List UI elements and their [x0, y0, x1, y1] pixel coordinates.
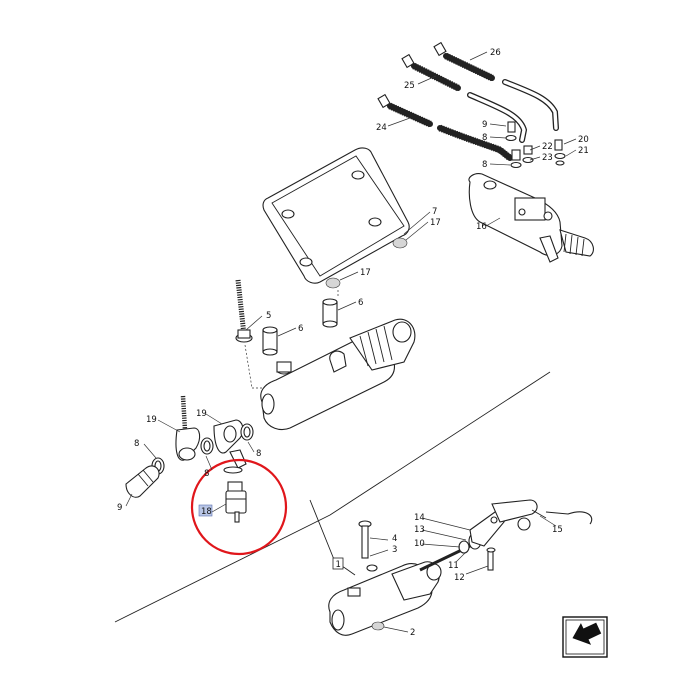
label-4: 4	[392, 534, 397, 544]
label-7: 7	[432, 207, 437, 217]
bolt-4	[358, 520, 378, 572]
label-24: 24	[376, 123, 387, 133]
label-19: 19	[196, 409, 207, 419]
adapter-9b	[125, 465, 160, 498]
arrow-box-icon[interactable]	[562, 616, 608, 658]
banjo-bolt-19a	[175, 395, 201, 461]
label-16: 16	[476, 222, 487, 232]
label-13: 13	[414, 525, 425, 535]
label-26: 26	[490, 48, 501, 58]
label-5: 5	[266, 311, 271, 321]
label-8: 8	[482, 160, 487, 170]
label-2: 2	[410, 628, 415, 638]
label-14: 14	[414, 513, 425, 523]
label-11: 11	[448, 561, 459, 571]
label-9: 9	[482, 120, 487, 130]
hose-24	[377, 93, 513, 161]
label-8: 8	[482, 133, 487, 143]
bushing-6b	[322, 298, 338, 328]
label-8: 8	[204, 469, 209, 479]
bushing-6a	[262, 326, 278, 356]
label-1: 1	[336, 560, 341, 570]
label-12: 12	[454, 573, 465, 583]
label-8: 8	[134, 439, 139, 449]
label-23: 23	[542, 153, 553, 163]
label-8: 8	[256, 449, 261, 459]
washer-8e	[240, 423, 254, 441]
label-10: 10	[414, 539, 425, 549]
master-cylinder-middle	[260, 318, 416, 431]
bolt-5	[235, 279, 339, 389]
label-6: 6	[358, 298, 363, 308]
callout-labels: 26 25 24 9 8 8 23 22 20 21 16 7 17 17 5 …	[117, 48, 589, 638]
hose-26	[433, 41, 559, 131]
grommet-17a	[392, 237, 408, 249]
valve-16	[468, 173, 594, 263]
leader-lines	[125, 51, 577, 633]
hose-25	[401, 53, 528, 143]
sensor-18	[223, 466, 247, 523]
grommet-17b	[325, 277, 341, 289]
label-6: 6	[298, 324, 303, 334]
highlight-circle	[190, 458, 288, 556]
label-17: 17	[360, 268, 371, 278]
label-18[interactable]: 18	[201, 507, 212, 517]
label-25: 25	[404, 81, 415, 91]
label-19: 19	[146, 415, 157, 425]
master-cylinder-bottom	[328, 561, 442, 636]
pin-12	[486, 547, 496, 571]
selected-label-box[interactable]	[198, 504, 213, 517]
clevis-14	[469, 499, 593, 547]
plate-7	[262, 147, 410, 284]
washer-8d	[200, 437, 214, 455]
frame-lines	[114, 371, 551, 623]
label-1-box	[332, 557, 344, 570]
label-20: 20	[578, 135, 589, 145]
label-15: 15	[552, 525, 563, 535]
label-3: 3	[392, 545, 397, 555]
label-17: 17	[430, 218, 441, 228]
label-21: 21	[578, 146, 589, 156]
label-9: 9	[117, 503, 122, 513]
label-22: 22	[542, 142, 553, 152]
fittings-top	[505, 121, 566, 169]
banjo-19b	[213, 419, 247, 469]
